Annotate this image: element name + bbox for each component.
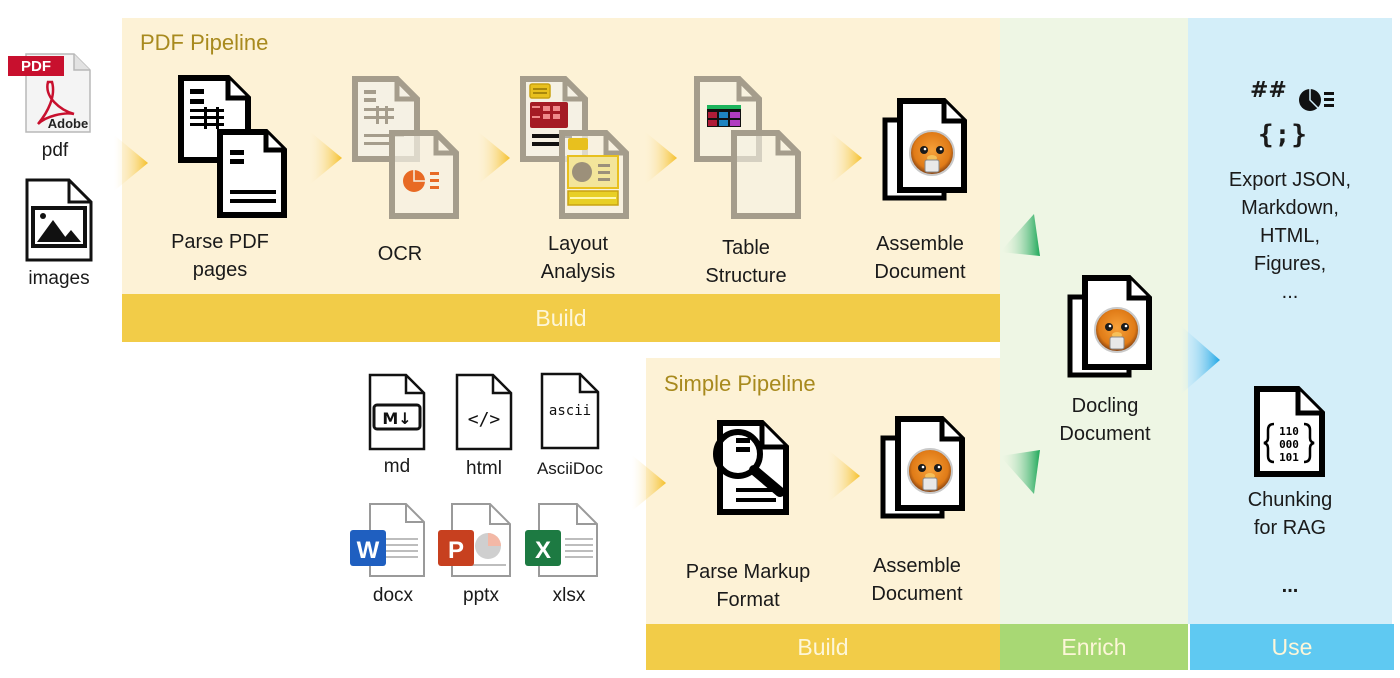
image-file-icon	[25, 178, 93, 262]
docling-document-icon	[1067, 275, 1152, 378]
step-parse-pdf-pages-label: Parse PDF pages	[171, 231, 269, 281]
markdown-file-icon: M↓	[368, 373, 426, 451]
markdown-heading-glyph: ##	[1250, 78, 1287, 103]
md-input-label: md	[383, 456, 411, 477]
parse-pdf-pages-icon	[178, 75, 287, 218]
chart-icon	[1299, 89, 1334, 111]
use-stage-bar: Use	[1190, 624, 1394, 670]
chunk-bits-row: 101	[1279, 451, 1299, 464]
arrow-diagonal-up-icon	[1000, 450, 1040, 494]
chunking-label: Chunking for RAG	[1247, 489, 1333, 539]
chunking-file-icon: 110 000 101	[1254, 386, 1325, 477]
xlsx-input-label: xlsx	[552, 585, 586, 606]
pdf-badge-text: PDF	[21, 58, 51, 75]
step-parse-markup-label: Parse Markup Format	[685, 561, 811, 611]
docling-document-label: Docling Document	[1059, 395, 1151, 445]
parse-markup-icon	[713, 420, 789, 515]
build-stage-bar-bottom: Build	[646, 624, 1000, 670]
arrow-right-icon	[476, 130, 510, 186]
arrow-right-icon	[114, 135, 148, 191]
step-ocr-label: OCR	[377, 243, 423, 265]
chunk-bits-row: 110	[1279, 425, 1299, 438]
build-stage-bar-top: Build	[122, 294, 1000, 342]
pdf-input-label: pdf	[41, 140, 69, 161]
more-uses-label: ...	[1281, 575, 1299, 597]
html-input-label: html	[466, 458, 502, 479]
export-formats-label: Export JSON, Markdown, HTML, Figures, ..…	[1228, 169, 1352, 303]
simple-pipeline-title: Simple Pipeline	[664, 371, 816, 396]
build-stage-label: Build	[797, 633, 849, 660]
arrow-right-icon	[308, 130, 342, 186]
powerpoint-glyph: P	[448, 537, 464, 564]
adobe-brand-text: Adobe	[48, 116, 88, 131]
arrow-right-icon	[632, 455, 666, 511]
pptx-input-label: pptx	[463, 585, 499, 606]
markdown-glyph: M↓	[382, 409, 411, 428]
use-stage-label: Use	[1271, 633, 1313, 660]
html-code-glyph: </>	[468, 409, 501, 430]
arrow-right-icon	[828, 130, 862, 186]
pdf-file-icon: PDF Adobe	[8, 53, 91, 133]
step-table-structure-label: Table Structure	[705, 237, 787, 287]
enrich-stage-label: Enrich	[1061, 633, 1127, 660]
build-stage-label: Build	[535, 304, 587, 331]
pdf-pipeline-title: PDF Pipeline	[140, 30, 269, 55]
arrow-right-icon	[826, 448, 860, 504]
excel-glyph: X	[535, 537, 551, 564]
use-panel	[1188, 18, 1392, 624]
layout-analysis-icon	[520, 76, 629, 219]
docx-input-label: docx	[372, 585, 414, 606]
code-braces-glyph: {;}	[1258, 120, 1308, 150]
ascii-glyph: ascii	[549, 403, 591, 419]
ocr-icon	[352, 76, 459, 219]
enrich-stage-bar: Enrich	[1000, 624, 1188, 670]
powerpoint-file-icon: P	[438, 503, 511, 577]
assemble-document-icon	[880, 416, 965, 519]
images-input-label: images	[28, 268, 90, 289]
step-assemble-document-simple-label: Assemble Document	[871, 555, 963, 605]
word-file-icon: W	[350, 503, 425, 577]
asciidoc-input-label: AsciiDoc	[536, 459, 604, 478]
step-assemble-document-label: Assemble Document	[874, 233, 966, 283]
step-layout-analysis-label: Layout Analysis	[540, 233, 616, 283]
arrow-diagonal-down-icon	[1000, 214, 1040, 256]
html-file-icon: </>	[455, 373, 513, 451]
word-glyph: W	[357, 537, 380, 564]
chunk-bits-row: 000	[1279, 438, 1299, 451]
arrow-right-blue-icon	[1180, 325, 1220, 395]
asciidoc-file-icon: ascii	[540, 372, 600, 450]
assemble-document-icon	[882, 98, 967, 201]
table-structure-icon	[694, 76, 801, 219]
excel-file-icon: X	[525, 503, 598, 577]
arrow-right-icon	[643, 130, 677, 186]
